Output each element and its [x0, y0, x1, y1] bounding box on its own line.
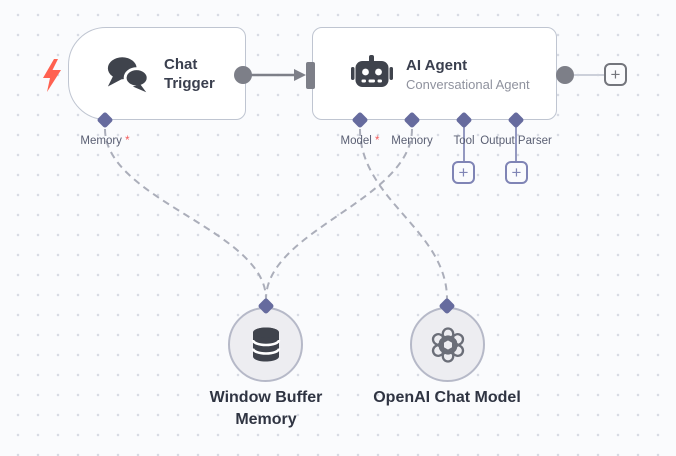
database-icon [251, 327, 280, 362]
port-label-tool: Tool [453, 135, 475, 147]
robot-icon [351, 54, 393, 87]
connection-openai-to-agent-model[interactable] [359, 128, 448, 300]
node-title: Chat Trigger [164, 55, 215, 92]
trigger-bolt-icon [43, 59, 61, 92]
ai-agent-input-endpoint[interactable] [306, 62, 315, 89]
node-window-buffer-memory[interactable] [228, 307, 303, 382]
port-label-model: Model * [340, 135, 380, 147]
plus-icon: + [511, 163, 522, 182]
node-label-openai-chat-model: OpenAI Chat Model [373, 389, 521, 406]
chat-trigger-output-endpoint[interactable] [234, 66, 252, 84]
plus-icon: + [458, 163, 469, 182]
connection-window-buffer-to-agent-memory[interactable] [265, 128, 413, 300]
node-ai-agent[interactable]: AI Agent Conversational Agent [312, 27, 557, 120]
openai-icon [431, 326, 464, 363]
add-node-button[interactable]: + [604, 63, 627, 86]
node-chat-trigger[interactable]: Chat Trigger [68, 27, 246, 120]
node-label-window-buffer-memory: Window Buffer Memory [209, 389, 323, 428]
connection-window-buffer-to-chat-memory[interactable] [104, 128, 267, 300]
required-asterisk: * [375, 135, 380, 147]
node-title: AI Agent [406, 56, 468, 74]
add-output-parser-button[interactable]: + [505, 161, 528, 184]
connection-arrowhead-icon [294, 69, 306, 81]
required-asterisk: * [125, 135, 130, 147]
port-label-output-parser: Output Parser [480, 135, 552, 147]
ai-agent-output-endpoint[interactable] [556, 66, 574, 84]
node-subtitle: Conversational Agent [406, 76, 530, 92]
add-tool-button[interactable]: + [452, 161, 475, 184]
chat-icon [107, 56, 150, 92]
node-openai-chat-model[interactable] [410, 307, 485, 382]
port-label-agent-memory: Memory [391, 135, 433, 147]
plus-icon: + [610, 65, 621, 84]
port-label-memory: Memory * [80, 135, 130, 147]
